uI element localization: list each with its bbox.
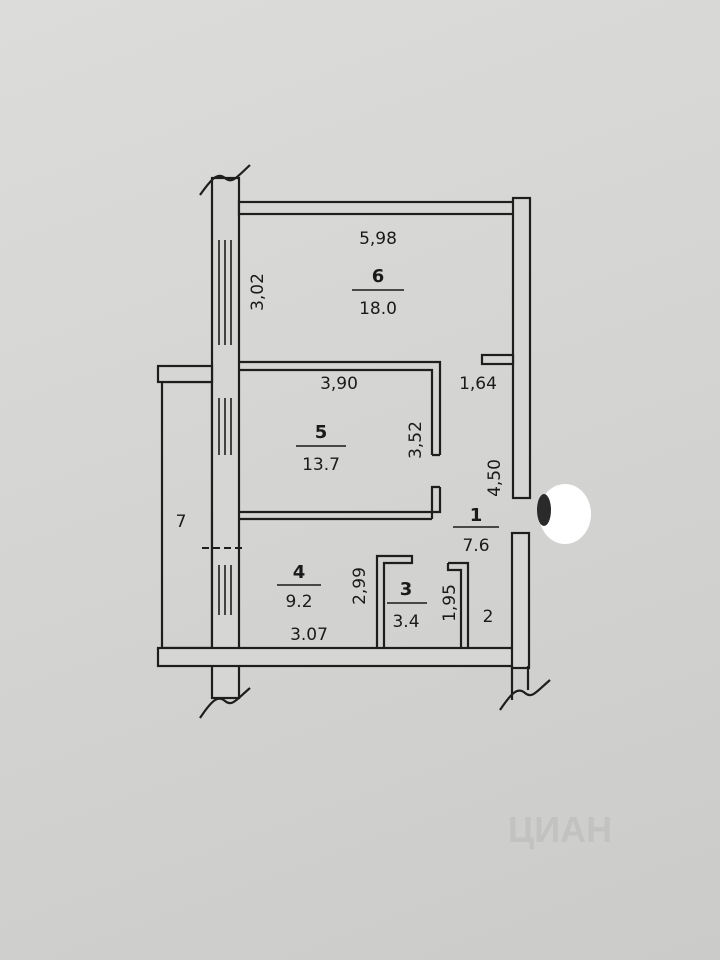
dim-164: 1,64 <box>459 374 497 394</box>
room-2-label: 2 <box>483 607 494 627</box>
room-5-area: 13.7 <box>302 455 340 475</box>
room-6-number: 6 <box>372 266 385 287</box>
dim-390: 3,90 <box>320 374 358 394</box>
right-wall-upper <box>511 196 532 500</box>
window-upper <box>218 240 232 345</box>
dim-307: 3.07 <box>290 625 328 645</box>
room-3-number: 3 <box>400 579 413 600</box>
dim-299: 2,99 <box>350 567 370 605</box>
balcony-top-wall <box>156 364 214 384</box>
wall-6-5 <box>239 360 442 457</box>
room-1-area: 7.6 <box>462 536 489 556</box>
break-mark-top <box>199 164 251 196</box>
room-3-area: 3.4 <box>392 612 419 632</box>
room-4-area: 9.2 <box>285 592 312 612</box>
wall-5-4 <box>239 485 442 521</box>
top-wall <box>237 200 517 216</box>
watermark: ЦИАН <box>508 809 612 850</box>
window-lower <box>218 565 232 615</box>
bathroom-3-right-wall <box>446 561 470 648</box>
privacy-blur-shadow <box>537 494 551 526</box>
room-4-number: 4 <box>293 562 306 583</box>
dim-195: 1,95 <box>440 584 460 622</box>
balcony-outline <box>160 380 214 650</box>
break-mark-bottom-left <box>199 687 251 719</box>
right-stub <box>480 353 515 366</box>
privacy-blur <box>539 484 591 544</box>
break-mark-bottom-right <box>499 679 551 711</box>
balcony-label: 7 <box>176 512 187 532</box>
bottom-wall <box>156 646 530 668</box>
dim-352: 3,52 <box>406 421 426 459</box>
room-1-number: 1 <box>470 505 483 526</box>
dim-450: 4,50 <box>485 459 505 497</box>
dim-302: 3,02 <box>248 273 268 311</box>
window-middle <box>218 398 232 455</box>
right-wall-lower <box>510 531 531 670</box>
bathroom-3-walls <box>375 554 414 648</box>
room-5-number: 5 <box>315 422 328 443</box>
room-6-area: 18.0 <box>359 299 397 319</box>
dim-598: 5,98 <box>359 229 397 249</box>
